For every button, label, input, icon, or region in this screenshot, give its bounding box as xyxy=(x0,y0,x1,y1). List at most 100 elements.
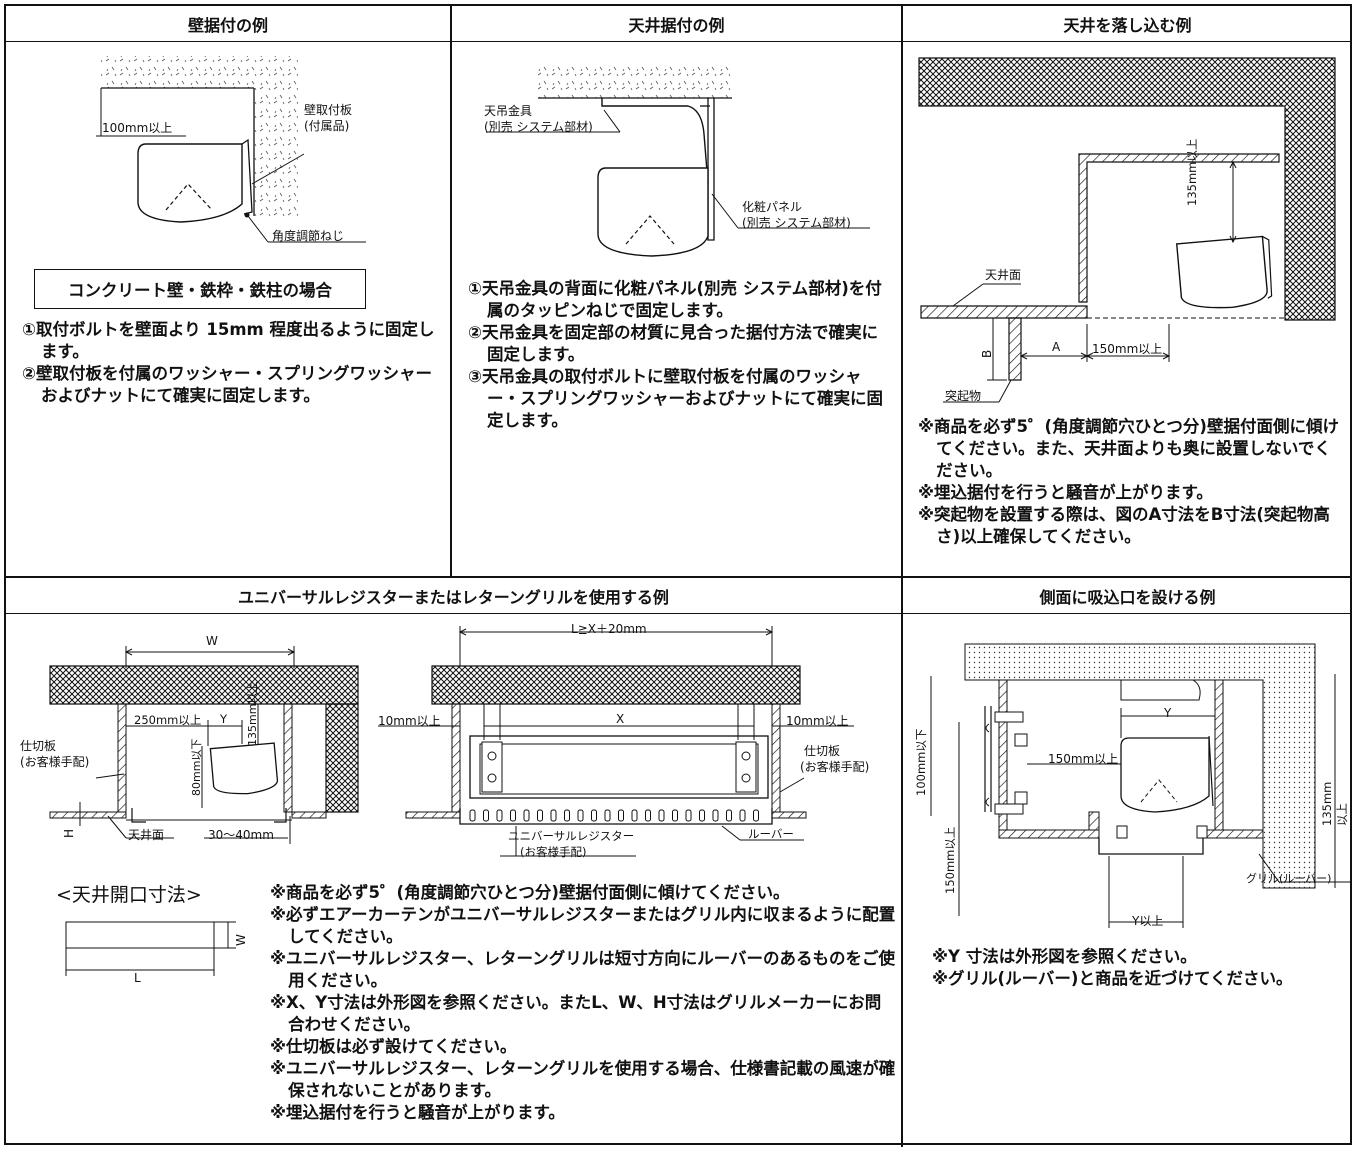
register-note-3: ※ユニバーサルレジスター、レターングリルは短寸方向にルーバーのあるものをご使用く… xyxy=(270,949,896,990)
side-note-1: ※Y 寸法は外形図を参照ください。 xyxy=(932,947,1197,966)
louver-slot xyxy=(739,809,746,822)
louver-slot xyxy=(631,809,638,822)
register-dim-10-left: 10mm以上 xyxy=(378,714,441,728)
installation-sheet: 壁据付の例 天井据付の例 天井を落し込む例 ユニバーサルレジスターまたはレターン… xyxy=(4,4,1352,1147)
register-ceiling-face: 天井面 xyxy=(128,828,165,842)
ceiling-notes: ①天吊金具の背面に化粧パネル(別売 システム部材)を付属のタッピンねじで固定しま… xyxy=(468,278,894,432)
register-partition-right: 仕切板 xyxy=(804,744,841,758)
register-univ-sub: (お客様手配) xyxy=(520,845,587,859)
header-ceiling: 天井据付の例 xyxy=(452,6,901,42)
register-note-7: ※埋込据付を行うと騒音が上がります。 xyxy=(270,1103,565,1122)
side-dim-Yover: Y以上 xyxy=(1132,914,1164,928)
register-dim-W: W xyxy=(206,634,218,648)
register-diagram-left xyxy=(49,646,359,844)
wall-plate-sub: (付属品) xyxy=(304,119,350,133)
recessed-diagram xyxy=(918,57,1336,403)
header-register: ユニバーサルレジスターまたはレターングリルを使用する例 xyxy=(6,578,901,614)
register-louver: ルーバー xyxy=(748,827,794,841)
side-dim-Y: Y xyxy=(1164,706,1172,720)
register-open-W: W xyxy=(234,934,248,946)
recessed-note-3: ※突起物を設置する際は、図のA寸法をB寸法(突起物高さ)以上確保してください。 xyxy=(918,505,1330,546)
side-dim-150: 150mm以上 xyxy=(1048,752,1119,766)
ceiling-note-1: ①天吊金具の背面に化粧パネル(別売 システム部材)を付属のタッピンねじで固定しま… xyxy=(468,279,882,320)
recessed-projection: 突起物 xyxy=(945,389,982,403)
louver-slot xyxy=(685,809,692,822)
register-dim-80: 80mm以下 xyxy=(190,738,203,796)
louver-slot xyxy=(510,809,516,822)
recessed-note-1: ※商品を必ず5゜(角度調節穴ひとつ分)壁据付面側に傾けてください。また、天井面よ… xyxy=(918,417,1339,480)
register-open-L: L xyxy=(134,971,141,985)
ceiling-bracket-sub: (別売 システム部材) xyxy=(484,120,593,134)
louver-slot xyxy=(604,809,611,822)
register-partition-label: 仕切板 xyxy=(20,739,57,753)
divider-v1 xyxy=(450,6,452,576)
register-dim-135: 135mm以上 xyxy=(246,681,259,746)
louver-slot xyxy=(753,809,759,822)
register-note-5: ※仕切板は必ず設けてください。 xyxy=(270,1037,517,1056)
ceiling-panel-sub: (別売 システム部材) xyxy=(742,216,851,230)
louver-slot xyxy=(699,809,705,822)
side-dim-135: 135mm以上 xyxy=(1320,781,1349,826)
register-note-1: ※商品を必ず5゜(角度調節穴ひとつ分)壁据付面側に傾けてください。 xyxy=(270,883,790,902)
louver-slot xyxy=(658,809,665,822)
header-side: 側面に吸込口を設ける例 xyxy=(903,578,1352,614)
wall-notes: ①取付ボルトを壁面より 15mm 程度出るように固定します。 ②壁取付板を付属の… xyxy=(22,319,440,407)
wall-note-2: ②壁取付板を付属のワッシャー・スプリングワッシャーおよびナットにて確実に固定しま… xyxy=(22,364,432,405)
louver-slot xyxy=(523,809,530,822)
louver-slot xyxy=(645,809,651,822)
register-note-6: ※ユニバーサルレジスター、レターングリルを使用する場合、仕様書記載の風速が確保さ… xyxy=(270,1059,896,1100)
register-diagram-right xyxy=(378,626,854,857)
register-univ-label: ユニバーサルレジスター xyxy=(508,829,635,843)
register-dim-L: L≧X＋20mm xyxy=(571,622,647,636)
louver-slot xyxy=(672,809,678,822)
register-dim-250: 250mm以上 xyxy=(134,713,202,727)
register-partition-sub: (お客様手配) xyxy=(20,755,90,769)
header-wall: 壁据付の例 xyxy=(6,6,450,42)
register-opening-diagram xyxy=(65,921,236,976)
recessed-ceiling-face: 天井面 xyxy=(985,268,1022,282)
recessed-dim-150: 150mm以上 xyxy=(1092,342,1163,356)
register-dim-10-right: 10mm以上 xyxy=(786,714,849,728)
louver-slot xyxy=(618,809,624,822)
wall-box-title: コンクリート壁・鉄枠・鉄柱の場合 xyxy=(34,269,366,309)
louver-slot xyxy=(712,809,719,822)
wall-dim-100: 100mm以上 xyxy=(102,121,173,135)
ceiling-note-2: ②天吊金具を固定部の材質に見合った据付方法で確実に固定します。 xyxy=(468,323,878,364)
ceiling-note-3: ③天吊金具の取付ボルトに壁取付板を付属のワッシャー・スプリングワッシャーおよびナ… xyxy=(468,367,883,430)
register-note-4: ※X、Y寸法は外形図を参照ください。またL、W、H寸法はグリルメーカーにお問合わ… xyxy=(270,993,882,1034)
ceiling-panel-label: 化粧パネル xyxy=(742,200,803,214)
wall-angle-screw: 角度調節ねじ xyxy=(272,229,345,243)
louver-slot xyxy=(591,809,597,822)
register-notes: ※商品を必ず5゜(角度調節穴ひとつ分)壁据付面側に傾けてください。 ※必ずエアー… xyxy=(270,882,896,1124)
louver-slot xyxy=(550,809,557,822)
recessed-dim-B: B xyxy=(980,349,994,358)
recessed-dim-A: A xyxy=(1052,340,1061,354)
louver-slot xyxy=(726,809,732,822)
recessed-dim-135: 135mm以上 xyxy=(1185,138,1199,206)
register-dim-H: H xyxy=(62,828,76,838)
register-dim-Y: Y xyxy=(220,712,228,726)
wall-diagram xyxy=(96,56,366,243)
side-dim-150v: 150mm以上 xyxy=(943,826,957,894)
header-recessed: 天井を落し込む例 xyxy=(903,6,1352,42)
side-notes: ※Y 寸法は外形図を参照ください。 ※グリル(ルーバー)と商品を近づけてください… xyxy=(932,946,1344,990)
side-grille-label: グリル(ルーバー) xyxy=(1246,872,1332,885)
divider-h1 xyxy=(6,576,1352,578)
wall-note-1: ①取付ボルトを壁面より 15mm 程度出るように固定します。 xyxy=(22,320,435,361)
louver-slot xyxy=(469,809,476,822)
side-note-2: ※グリル(ルーバー)と商品を近づけてください。 xyxy=(932,969,1293,988)
wall-plate-label: 壁取付板 xyxy=(304,103,353,117)
register-opening-title: <天井開口寸法> xyxy=(56,884,202,906)
recessed-note-2: ※埋込据付を行うと騒音が上がります。 xyxy=(918,483,1213,502)
louver-slot xyxy=(577,809,584,822)
register-dim-3040: 30～40mm xyxy=(208,828,274,842)
side-diagram xyxy=(930,643,1351,928)
side-dim-100: 100mm以下 xyxy=(914,728,928,796)
register-partition-right-sub: (お客様手配) xyxy=(800,760,870,774)
register-dim-X: X xyxy=(616,712,625,726)
ceiling-bracket-label: 天吊金具 xyxy=(484,104,533,118)
louver-slot xyxy=(564,809,570,822)
recessed-notes: ※商品を必ず5゜(角度調節穴ひとつ分)壁据付面側に傾けてください。また、天井面よ… xyxy=(918,416,1346,548)
louver-slot xyxy=(483,809,489,822)
ceiling-diagram xyxy=(486,64,870,257)
